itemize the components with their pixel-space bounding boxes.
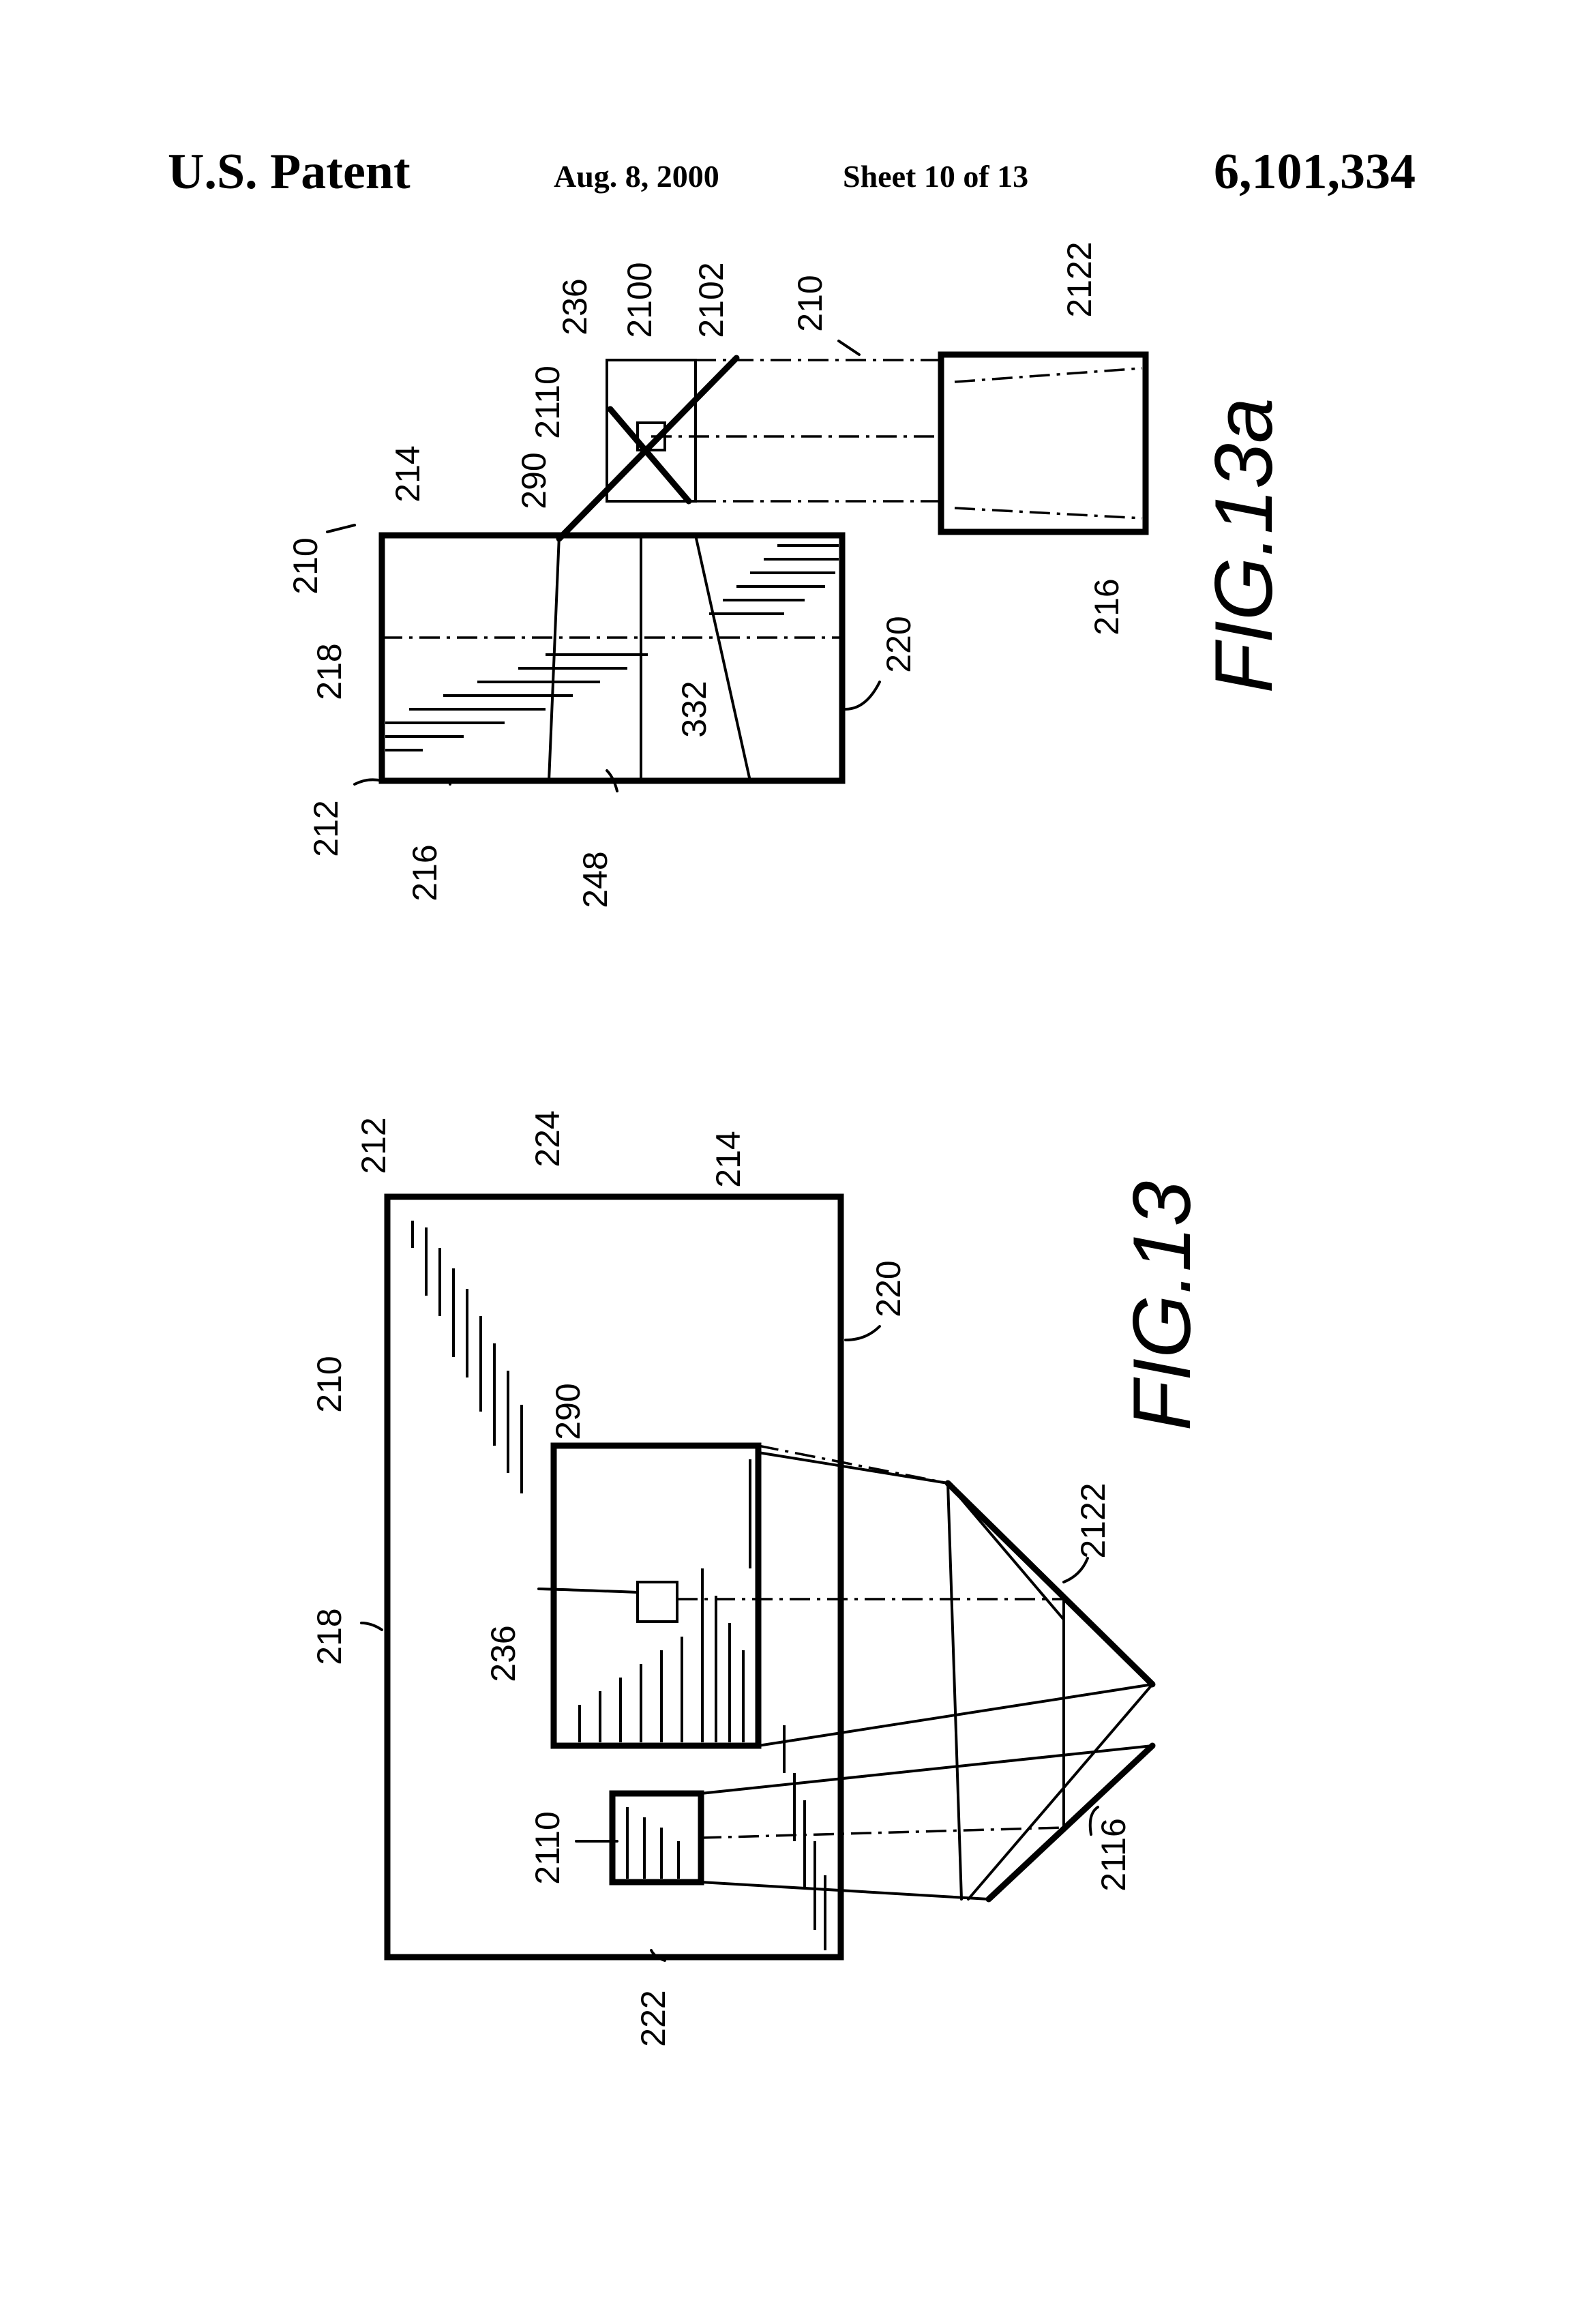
fig13a-hatching	[385, 544, 839, 751]
fig13-inner-box-290	[550, 1442, 762, 1749]
fig13-label-2122: 2122	[1074, 1483, 1112, 1558]
fig13-element-2110	[609, 1790, 704, 1886]
fig13a-mirror-290	[556, 355, 740, 542]
fig13a-label-216a: 216	[406, 844, 444, 901]
fig13-label-224: 224	[528, 1110, 567, 1167]
fig13-hatching-top	[411, 1221, 523, 1493]
fig13a-inner-box	[606, 359, 697, 503]
fig13a-label-212: 212	[307, 800, 345, 856]
fig13a-caption: FIG.13a	[1198, 398, 1289, 694]
fig13a-label-236: 236	[556, 278, 594, 335]
fig13a-label-332: 332	[675, 681, 713, 737]
fig13a-label-210a: 210	[286, 537, 325, 594]
sheet-number: Sheet 10 of 13	[843, 159, 1029, 194]
patent-label: U.S. Patent	[168, 144, 411, 200]
fig13-label-2110: 2110	[528, 1811, 567, 1885]
fig13-caption: FIG.13	[1116, 1181, 1208, 1431]
patent-date: Aug. 8, 2000	[554, 159, 719, 194]
fig13a-label-220: 220	[880, 616, 918, 672]
fig13-label-220: 220	[869, 1260, 908, 1317]
fig13a-label-214: 214	[389, 445, 427, 502]
fig13a-label-218: 218	[310, 643, 348, 700]
fig13-label-290: 290	[549, 1383, 587, 1440]
fig13-hatching-bottom	[783, 1725, 826, 1950]
fig13-label-2116: 2116	[1094, 1818, 1133, 1892]
fig13-housing	[384, 1193, 844, 1961]
fig13a-mirror-2110	[607, 406, 692, 505]
fig13-label-218: 218	[310, 1608, 348, 1665]
fig13-label-212: 212	[355, 1117, 393, 1174]
fig13-label-214: 214	[709, 1131, 747, 1187]
figure-13a: 2122 210 2102 2100 236 2110 290 214 210 …	[286, 241, 1289, 908]
fig13a-housing	[378, 532, 846, 784]
fig13-hatching-box	[578, 1459, 751, 1742]
figure-13: 212 224 214 220 210 290 2122 218 236 211…	[310, 1110, 1208, 2046]
fig13a-label-2100: 2100	[621, 262, 659, 338]
fig13-prism-2116	[985, 1742, 1156, 1903]
fig13-sensor-236	[636, 1581, 678, 1623]
fig13-label-210: 210	[310, 1356, 348, 1412]
fig13a-label-210b: 210	[791, 275, 829, 331]
fig13a-label-2122: 2122	[1060, 241, 1099, 317]
fig13-label-222: 222	[634, 1990, 672, 2046]
fig13a-label-290: 290	[515, 452, 553, 509]
fig13a-label-2102: 2102	[692, 262, 730, 338]
fig13-prism-2122	[944, 1480, 1156, 1688]
fig13a-label-248: 248	[576, 851, 614, 908]
fig13a-label-2110: 2110	[528, 366, 567, 439]
fig13-label-236: 236	[484, 1625, 522, 1682]
patent-number: 6,101,334	[1214, 144, 1416, 200]
fig13a-label-216b: 216	[1088, 578, 1126, 635]
